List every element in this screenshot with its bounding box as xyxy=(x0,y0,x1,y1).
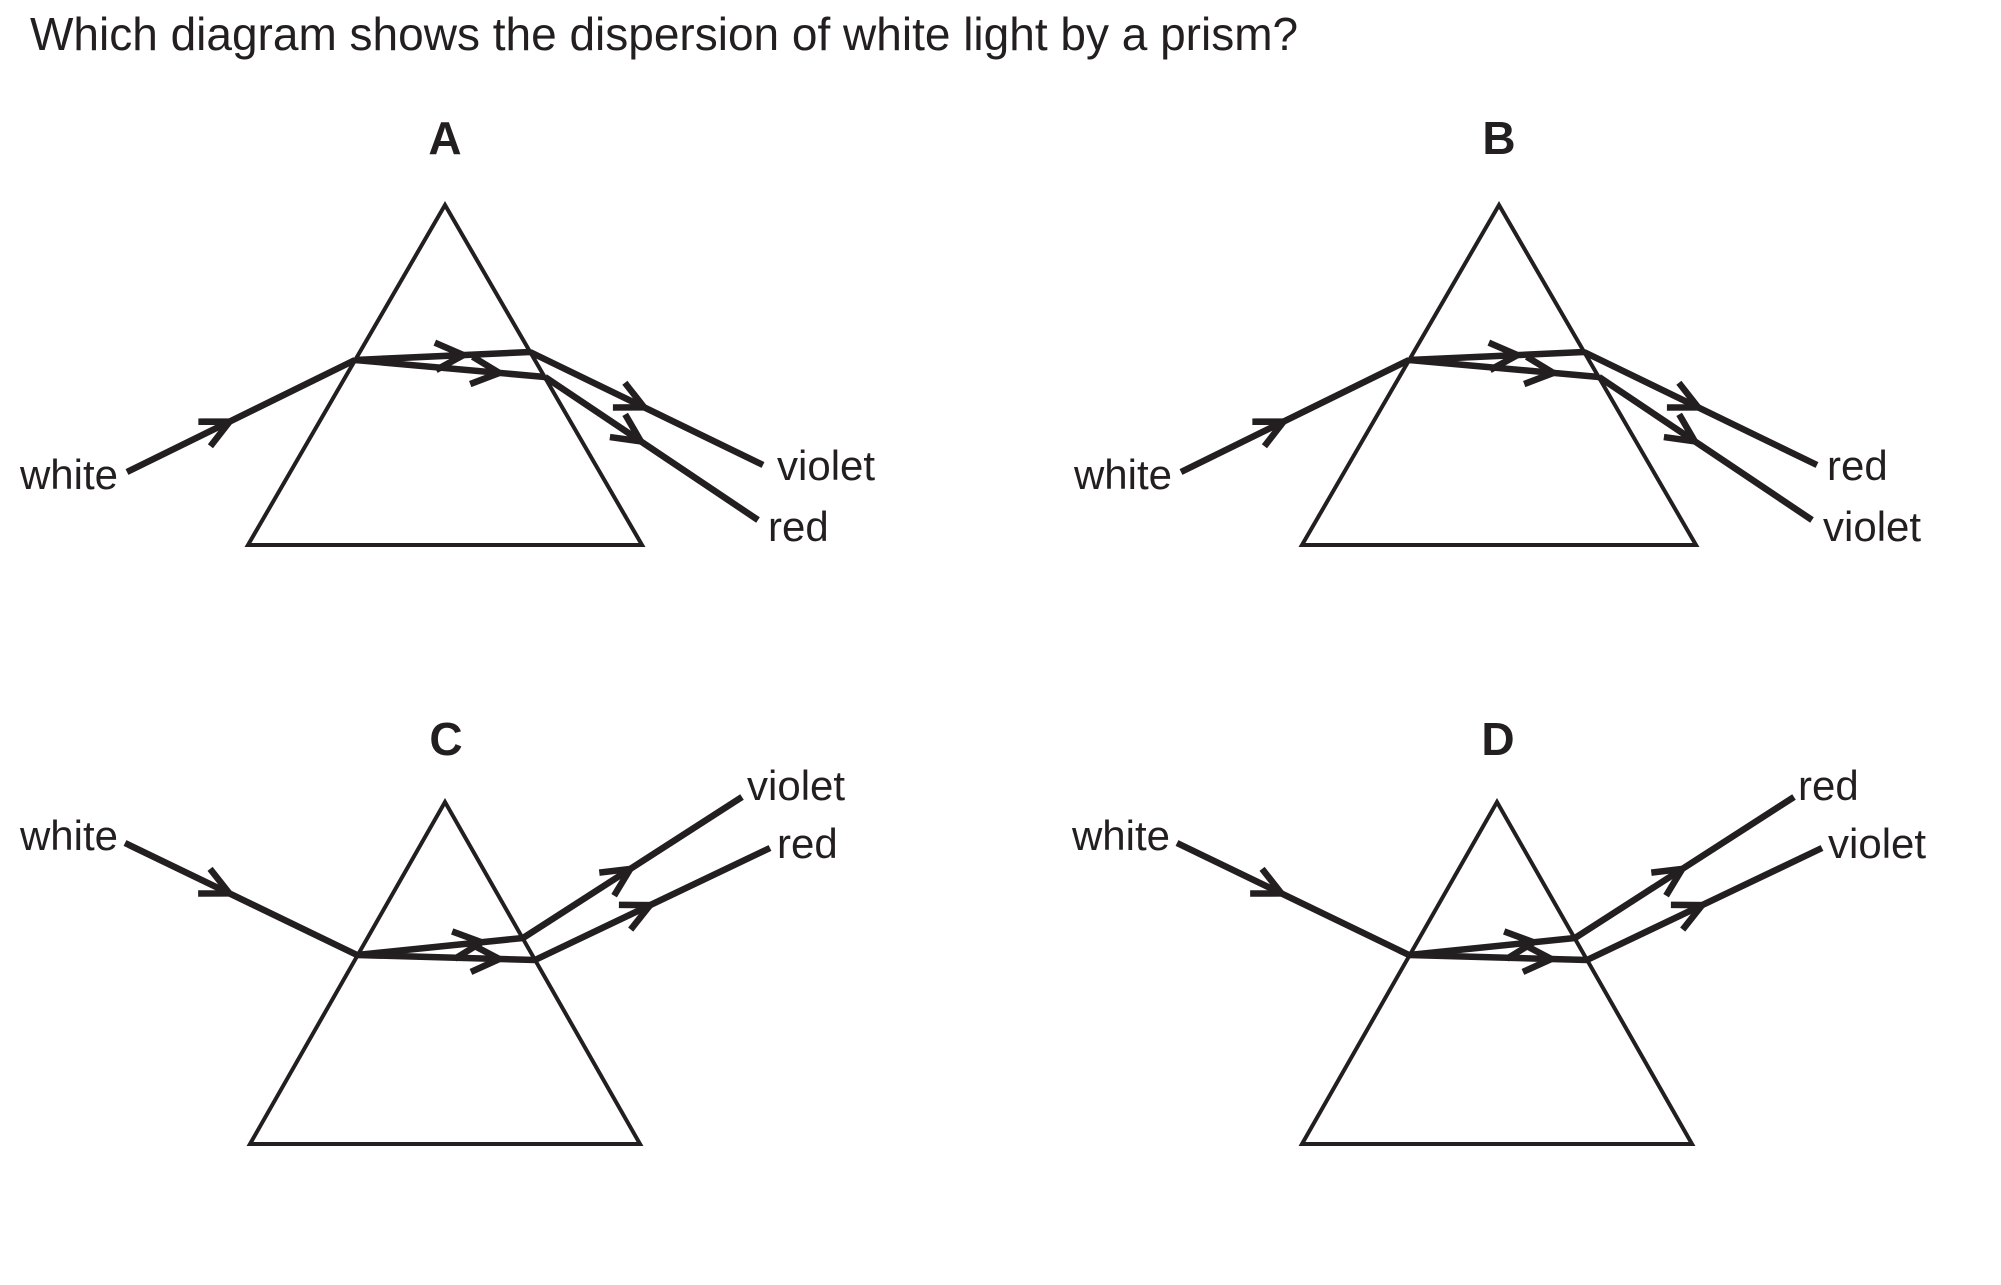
question-title: Which diagram shows the dispersion of wh… xyxy=(30,8,1298,60)
white-ray-label-C: white xyxy=(19,812,118,859)
white-incident-ray xyxy=(123,840,359,958)
option-letter-C: C xyxy=(429,713,462,765)
internal-lower-ray xyxy=(354,356,546,381)
arrowhead-icon xyxy=(1250,866,1289,897)
arrowhead-icon xyxy=(198,866,237,897)
white-incident-ray xyxy=(1175,840,1411,958)
option-letter-A: A xyxy=(428,112,461,164)
arrowhead-icon xyxy=(1503,928,1541,962)
internal-upper-ray xyxy=(354,348,531,364)
white-incident-ray xyxy=(1179,357,1411,475)
arrowhead-icon xyxy=(1521,941,1559,975)
arrowhead-icon xyxy=(1487,339,1525,373)
arrowhead-icon xyxy=(1666,380,1705,411)
violet-exit-ray xyxy=(1597,374,1814,523)
arrowhead-icon xyxy=(1252,418,1291,449)
arrowhead-icon xyxy=(469,353,507,388)
arrowhead-icon xyxy=(1663,412,1702,446)
red-ray-label-D: red xyxy=(1798,762,1859,809)
violet-ray-label-D: violet xyxy=(1828,820,1926,867)
arrowhead-icon xyxy=(451,928,489,962)
arrowhead-icon xyxy=(433,339,471,373)
arrowhead-icon xyxy=(198,418,237,449)
option-letter-D: D xyxy=(1481,713,1514,765)
prism-triangle-C xyxy=(246,797,644,1146)
violet-ray-label-C: violet xyxy=(747,762,845,809)
arrowhead-icon xyxy=(469,941,507,975)
internal-lower-ray xyxy=(1408,951,1588,964)
red-ray-label-B: red xyxy=(1827,442,1888,489)
red-ray-label-C: red xyxy=(777,820,838,867)
prism-triangle-D xyxy=(1298,797,1696,1146)
red-ray-label-A: red xyxy=(768,503,829,550)
arrowhead-icon xyxy=(1670,901,1709,932)
white-incident-ray xyxy=(125,357,357,475)
internal-lower-ray xyxy=(356,951,536,964)
internal-upper-ray xyxy=(1408,348,1585,364)
white-ray-label-A: white xyxy=(19,451,118,498)
white-ray-label-D: white xyxy=(1071,812,1170,859)
white-ray-label-B: white xyxy=(1073,451,1172,498)
internal-upper-ray xyxy=(356,934,524,959)
red-exit-ray xyxy=(543,374,760,523)
arrowhead-icon xyxy=(618,901,657,932)
arrowhead-icon xyxy=(598,864,637,898)
violet-ray-label-B: violet xyxy=(1823,503,1921,550)
arrowhead-icon xyxy=(1650,864,1689,898)
arrowhead-icon xyxy=(609,412,648,446)
internal-upper-ray xyxy=(1408,934,1576,959)
violet-ray-label-A: violet xyxy=(777,442,875,489)
arrowhead-icon xyxy=(612,380,651,411)
internal-lower-ray xyxy=(1408,356,1600,381)
arrowhead-icon xyxy=(1523,353,1561,388)
option-letter-B: B xyxy=(1482,112,1515,164)
